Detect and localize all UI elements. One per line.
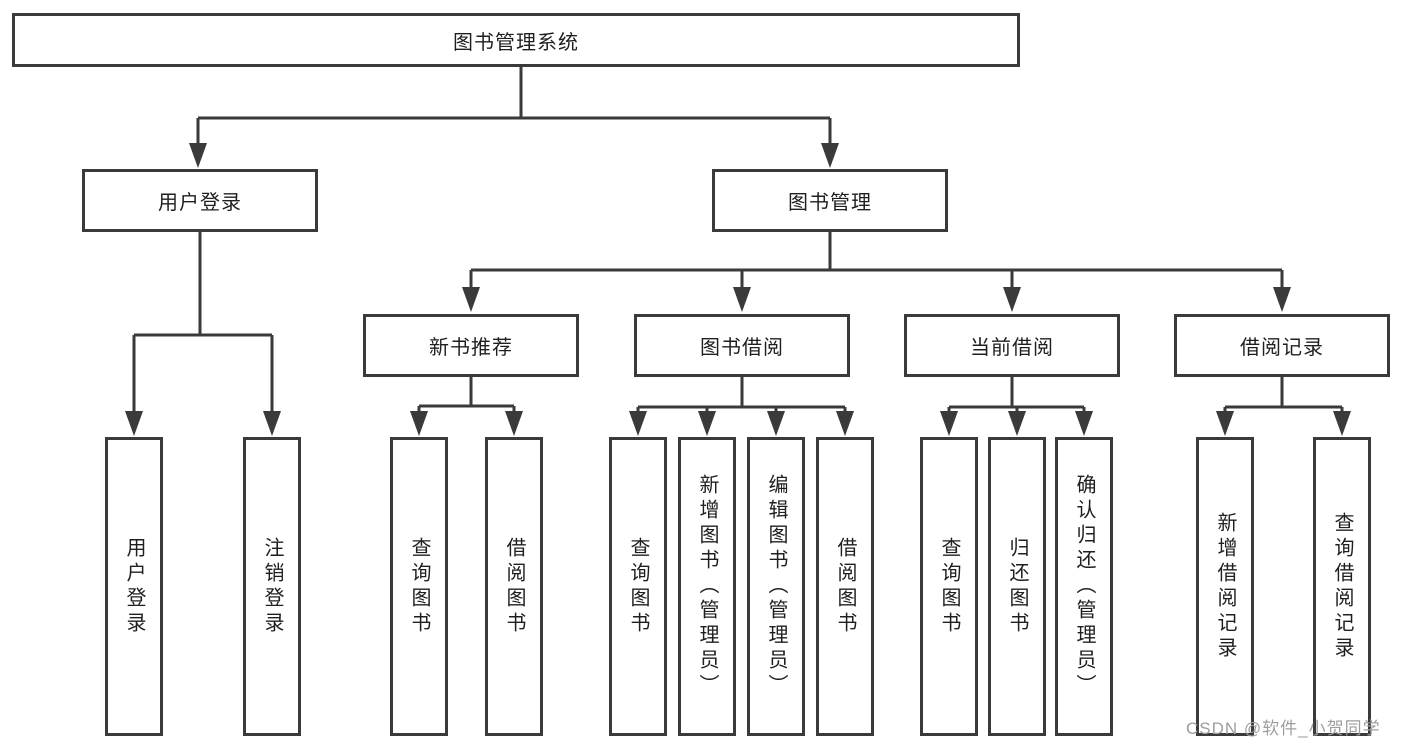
- node-user-login: 用户登录: [82, 169, 318, 232]
- node-book-borrowing: 图书借阅: [634, 314, 850, 377]
- leaf-user-login: 用户登录: [105, 437, 163, 736]
- leaf-borrow-borrow-books: 借阅图书: [816, 437, 874, 736]
- leaf-newbook-borrow-books: 借阅图书: [485, 437, 543, 736]
- leaf-current-confirm-return-admin: 确认归还（管理员）: [1055, 437, 1113, 736]
- leaf-label: 编辑图书（管理员）: [765, 474, 787, 699]
- leaf-borrow-edit-books-admin: 编辑图书（管理员）: [747, 437, 805, 736]
- leaf-newbook-query-books: 查询图书: [390, 437, 448, 736]
- leaf-label: 新增借阅记录: [1214, 511, 1236, 662]
- arrowheads: [125, 143, 1351, 436]
- leaf-label: 查询图书: [627, 536, 649, 637]
- leaf-logout: 注销登录: [243, 437, 301, 736]
- node-library-management-system: 图书管理系统: [12, 13, 1020, 67]
- leaf-records-query-borrow-record: 查询借阅记录: [1313, 437, 1371, 736]
- node-borrowing-records: 借阅记录: [1174, 314, 1390, 377]
- leaf-label: 归还图书: [1006, 536, 1028, 637]
- leaf-label: 查询图书: [408, 536, 430, 637]
- leaf-label: 新增图书（管理员）: [696, 474, 718, 699]
- leaf-current-return-books: 归还图书: [988, 437, 1046, 736]
- leaf-label: 用户登录: [123, 536, 145, 637]
- csdn-watermark: CSDN @软件_小贺同学: [1186, 719, 1381, 738]
- leaf-label: 借阅图书: [834, 536, 856, 637]
- node-book-management: 图书管理: [712, 169, 948, 232]
- node-current-borrowing: 当前借阅: [904, 314, 1120, 377]
- leaf-label: 查询图书: [938, 536, 960, 637]
- node-new-book-recommendation: 新书推荐: [363, 314, 579, 377]
- leaf-borrow-add-books-admin: 新增图书（管理员）: [678, 437, 736, 736]
- leaf-label: 借阅图书: [503, 536, 525, 637]
- leaf-current-query-books: 查询图书: [920, 437, 978, 736]
- leaf-label: 查询借阅记录: [1331, 511, 1353, 662]
- leaf-label: 确认归还（管理员）: [1073, 474, 1095, 699]
- leaf-records-add-borrow-record: 新增借阅记录: [1196, 437, 1254, 736]
- leaf-borrow-query-books: 查询图书: [609, 437, 667, 736]
- leaf-label: 注销登录: [261, 536, 283, 637]
